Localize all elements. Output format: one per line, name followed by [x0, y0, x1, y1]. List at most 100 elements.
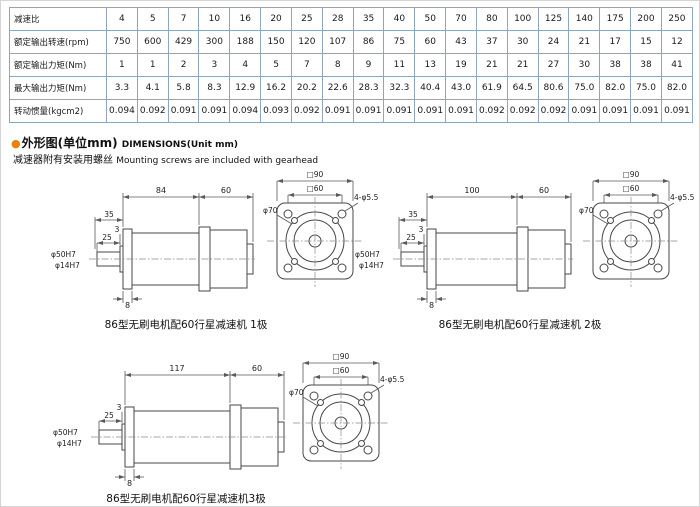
- dim-b-label: 3: [419, 225, 424, 234]
- part-outlines: [91, 404, 286, 470]
- dim-c-label: 25: [102, 233, 112, 242]
- spec-cell: 0.091: [630, 99, 662, 123]
- spec-cell: 0.091: [321, 99, 354, 123]
- spec-cell: 75: [383, 30, 416, 54]
- spec-cell: 200: [630, 7, 662, 31]
- spec-cell: 82.0: [599, 76, 632, 100]
- spec-cell: 0.091: [445, 99, 477, 123]
- spec-cell: 175: [599, 7, 632, 31]
- part-outlines: [393, 226, 573, 292]
- spec-cell: 5: [136, 7, 169, 31]
- dim-key-label: 8: [127, 479, 132, 488]
- dim-a-label: 35: [104, 210, 114, 219]
- leader-line: [302, 396, 319, 407]
- dim-c-label: 25: [104, 411, 114, 420]
- leader-line: [276, 214, 293, 225]
- spec-cell: 140: [568, 7, 601, 31]
- dim-motor-length-label: 60: [539, 186, 549, 195]
- dim-key-label: 8: [125, 301, 130, 310]
- spec-cell: 75.0: [630, 76, 662, 100]
- spec-cell: 24: [537, 30, 570, 54]
- spec-cell: 107: [321, 30, 354, 54]
- spec-cell: 0.091: [198, 99, 231, 123]
- spec-row-label: 减速比: [9, 7, 107, 31]
- leader-line: [370, 384, 385, 394]
- spec-cell: 43: [445, 30, 477, 54]
- spec-cell: 250: [660, 7, 694, 31]
- bolt-square-label: □60: [623, 184, 640, 193]
- spec-row-label: 最大输出力矩(Nm): [9, 76, 107, 100]
- spec-cell: 1: [106, 53, 138, 77]
- spec-cell: 4.1: [136, 76, 169, 100]
- spec-cell: 37: [475, 30, 508, 54]
- spec-cell: 0.092: [136, 99, 169, 123]
- spec-cell: 86: [352, 30, 385, 54]
- spec-cell: 0.091: [568, 99, 601, 123]
- mount-holes-label: 4-φ5.5: [380, 375, 405, 384]
- spec-cell: 4: [229, 53, 262, 77]
- pilot-diameter-label: φ50H7: [51, 250, 76, 259]
- spec-cell: 7: [290, 53, 323, 77]
- outer-square-label: □90: [333, 352, 350, 361]
- spec-cell: 40.4: [414, 76, 447, 100]
- dim-gearbox-length-label: 100: [464, 186, 479, 195]
- spec-cell: 0.092: [475, 99, 508, 123]
- side-view-drawing-2: 100 60 35 3 25 φ50H7 φ14H7 8: [355, 186, 573, 310]
- section-note-cn: 减速器附有安装用螺丝: [13, 155, 113, 166]
- spec-cell: 38: [630, 53, 662, 77]
- spec-cell: 120: [290, 30, 323, 54]
- mount-holes-label: 4-φ5.5: [354, 193, 379, 202]
- pilot-diameter-label: φ50H7: [53, 428, 78, 437]
- spec-row-label: 额定输出转速(rpm): [9, 30, 107, 54]
- outer-square-label: □90: [307, 170, 324, 179]
- section-title-en: DIMENSIONS(Unit mm): [121, 140, 238, 150]
- spec-cell: 150: [260, 30, 292, 54]
- spec-cell: 10: [198, 7, 231, 31]
- spec-cell: 28.3: [352, 76, 385, 100]
- leader-line: [344, 202, 359, 212]
- spec-cell: 70: [445, 7, 477, 31]
- spec-cell: 429: [167, 30, 200, 54]
- spec-cell: 0.091: [383, 99, 416, 123]
- spec-row-label: 转动惯量(kgcm2): [9, 99, 107, 123]
- part-outlines: [89, 226, 255, 292]
- spec-cell: 30: [506, 30, 539, 54]
- side-view-drawing-3: 117 60 3 25 φ50H7 φ14H7 8: [53, 364, 286, 488]
- pilot-diameter-label: φ50H7: [355, 250, 380, 259]
- dim-a-label: 35: [408, 210, 418, 219]
- spec-cell: 75.0: [568, 76, 601, 100]
- section-note-en: Mounting screws are included with gearhe…: [116, 156, 319, 166]
- flange-view-drawing-1: □90 □60 φ70 4-φ5.5: [263, 170, 379, 287]
- flange-view-drawing-2: □90 □60 φ70 4-φ5.5: [579, 170, 695, 287]
- spec-cell: 35: [352, 7, 385, 31]
- dimensions-section-header: ●外形图(单位mm) DIMENSIONS(Unit mm): [11, 134, 238, 151]
- spec-cell: 188: [229, 30, 262, 54]
- spec-cell: 32.3: [383, 76, 416, 100]
- spec-cell: 30: [568, 53, 601, 77]
- spec-cell: 64.5: [506, 76, 539, 100]
- spec-cell: 21: [506, 53, 539, 77]
- spec-cell: 125: [537, 7, 570, 31]
- spec-cell: 13: [414, 53, 447, 77]
- spec-cell: 300: [198, 30, 231, 54]
- section-bullet-icon: ●: [11, 137, 21, 150]
- spec-cell: 40: [383, 7, 416, 31]
- dim-motor-length-label: 60: [252, 364, 262, 373]
- dimension-lines: [398, 193, 572, 303]
- dimension-lines: [98, 371, 285, 481]
- part-outlines: [267, 197, 363, 287]
- dimensions-section-note: 减速器附有安装用螺丝 Mounting screws are included …: [13, 151, 318, 166]
- spec-cell: 0.091: [414, 99, 447, 123]
- spec-cell: 8: [321, 53, 354, 77]
- spec-cell: 7: [167, 7, 200, 31]
- outer-square-label: □90: [623, 170, 640, 179]
- spec-cell: 38: [599, 53, 632, 77]
- shaft-diameter-label: φ14H7: [57, 439, 82, 448]
- spec-cell: 22.6: [321, 76, 354, 100]
- spec-cell: 16: [229, 7, 262, 31]
- pilot-circle-label: φ70: [579, 206, 594, 215]
